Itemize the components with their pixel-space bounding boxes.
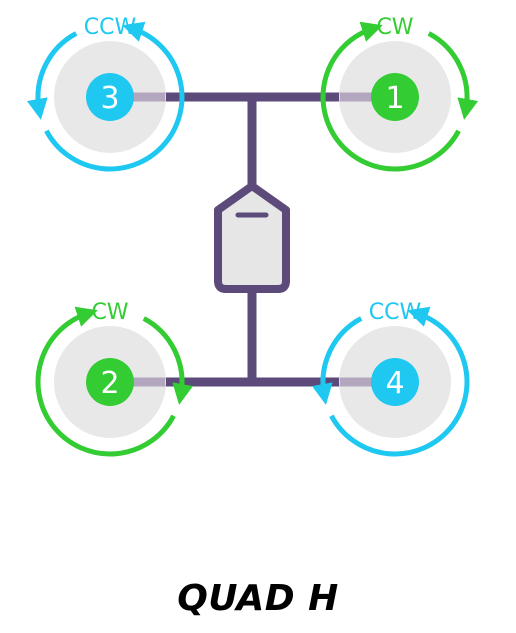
rotation-arrow	[44, 21, 185, 172]
motor-hub	[371, 358, 419, 406]
rotation-arrow	[26, 31, 78, 120]
motor-number: 1	[385, 81, 404, 116]
rotation-arrow	[142, 316, 194, 405]
motor-number: 3	[100, 81, 119, 116]
motor-hub	[371, 73, 419, 121]
rotation-arrow	[35, 306, 176, 457]
rotation-label: CW	[91, 300, 128, 325]
motor-number: 2	[100, 366, 119, 401]
rotation-label: CW	[376, 15, 413, 40]
frame-type-title: QUAD H	[177, 578, 339, 619]
flight-controller	[214, 182, 290, 293]
motor-number: 4	[385, 366, 404, 401]
motor-1: CW 1	[320, 15, 479, 172]
motor-3: CCW 3	[26, 15, 185, 172]
rotation-arrow	[329, 306, 470, 457]
rotation-label: CCW	[84, 15, 137, 40]
motor-4: CCW 4	[311, 300, 470, 457]
motor-2: CW 2	[35, 300, 194, 457]
motor-hub	[86, 358, 134, 406]
rotation-label: CCW	[369, 300, 422, 325]
rotation-arrow	[320, 21, 461, 172]
motor-hub	[86, 73, 134, 121]
flight-controller-body	[214, 182, 290, 293]
rotation-arrow	[311, 316, 363, 405]
rotation-arrow	[427, 31, 479, 120]
